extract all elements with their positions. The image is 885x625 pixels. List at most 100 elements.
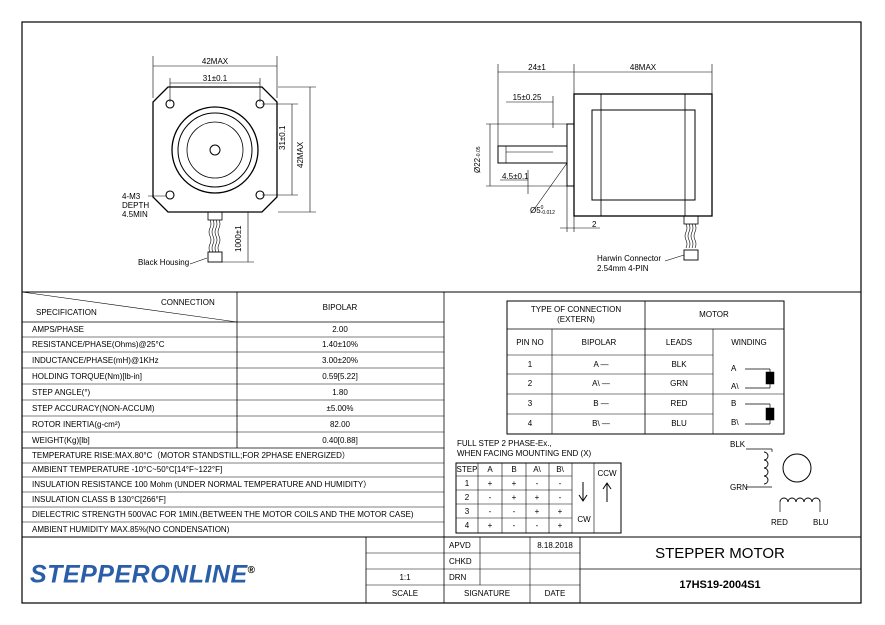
conn-wind: A\ [731, 382, 739, 391]
mount-note-1: 4-M3 [122, 192, 141, 201]
step-table-grid [455, 462, 622, 534]
housing-label: Black Housing [138, 258, 190, 267]
conn-lead: BLU [671, 419, 687, 428]
step-cell: + [487, 479, 493, 488]
spec-row-value: 0.40[0.88] [322, 436, 358, 445]
connector-label-2: 2.54mm 4-PIN [597, 264, 649, 273]
mount-note-3: 4.5MIN [122, 210, 148, 219]
step-cell: - [512, 521, 516, 530]
apvd-label: APVD [449, 541, 471, 550]
step-header: B [511, 465, 517, 474]
shaft-dia-value: Ø5 [530, 206, 541, 216]
dim-shaft-length: 24±1 [528, 63, 546, 72]
company-logo: STEPPERONLINE® [30, 560, 256, 589]
spec-row-value: ±5.00% [326, 404, 354, 413]
step-cell: 1 [464, 479, 470, 488]
conn-bipolar: A — [593, 360, 609, 369]
step-header: STEP [456, 465, 478, 474]
spec-header-spec: SPECIFICATION [36, 308, 97, 317]
part-number: 17HS19-2004S1 [679, 579, 761, 591]
step-title-2: WHEN FACING MOUNTING END (X) [457, 449, 592, 458]
wire-blu: BLU [813, 518, 829, 527]
conn-col-pin: PIN NO [516, 338, 544, 347]
step-cell: + [511, 479, 517, 488]
step-cw-label: CW [577, 515, 591, 524]
conn-lead: GRN [670, 379, 688, 388]
spec-header-connection: CONNECTION [161, 298, 215, 307]
spec-row-value: 1.80 [332, 388, 348, 397]
dim-width: 42MAX [201, 57, 229, 66]
dim-boss-dia: Ø22-0.05 [473, 146, 482, 173]
shaft-tol-top: 0 [540, 205, 544, 211]
spec-row-label: INDUCTANCE/PHASE(mH)@1KHz [32, 356, 159, 365]
drn-label: DRN [449, 573, 467, 582]
spec-row-label: RESISTANCE/PHASE(Ohms)@25°C [32, 340, 165, 349]
dim-hole-spacing: 31±0.1 [202, 74, 228, 83]
conn-pin: 1 [527, 360, 533, 369]
spec-row-label: ROTOR INERTIA(g-cm²) [32, 420, 121, 429]
step-cell: + [557, 521, 563, 530]
conn-col-bipolar: BIPOLAR [581, 338, 617, 347]
spec-row-label: HOLDING TORQUE(Nm)[lb-in] [32, 372, 142, 381]
spec-header-bipolar: BIPOLAR [322, 303, 358, 312]
conn-bipolar: A\ — [592, 379, 610, 388]
conn-wind: A [731, 364, 737, 373]
logo-text: STEPPERONLINE [30, 560, 248, 589]
step-cell: - [558, 493, 562, 502]
step-cell: - [535, 521, 539, 530]
step-cell: + [557, 507, 563, 516]
step-cell: + [487, 521, 493, 530]
conn-lead: BLK [671, 360, 687, 369]
wire-blk: BLK [730, 440, 746, 449]
dim-lead-length: 1000±1 [234, 225, 243, 252]
spec-row-value: 0.59[5.22] [322, 372, 358, 381]
wire-red: RED [771, 518, 788, 527]
spec-note: AMBIENT TEMPERATURE -10°C~50°C[14°F~122°… [32, 465, 223, 474]
spec-row-label: STEP ANGLE(°) [32, 388, 91, 397]
step-header: B\ [556, 465, 564, 474]
step-cell: + [534, 493, 540, 502]
wiring-diagram [746, 448, 821, 512]
dim-flat-depth: 4.5±0.1 [502, 172, 529, 181]
spec-note: AMBIENT HUMIDITY MAX.85%(NO CONDENSATION… [32, 525, 230, 534]
scale-value: 1:1 [399, 573, 411, 582]
boss-dia-tol: -0.05 [476, 146, 482, 158]
spec-note: INSULATION CLASS B 130°C[266°F] [32, 495, 166, 504]
conn-wind: B\ [731, 418, 739, 427]
spec-row-label: AMPS/PHASE [32, 325, 85, 334]
dim-hole-spacing-v: 31±0.1 [278, 125, 287, 150]
signature-label: SIGNATURE [463, 589, 511, 598]
date-label: DATE [544, 589, 566, 598]
step-header: A\ [533, 465, 541, 474]
conn-bipolar: B\ — [592, 419, 610, 428]
shaft-tol-bottom: -0.012 [540, 210, 555, 216]
step-ccw-label: CCW [597, 469, 617, 478]
step-cell: 4 [464, 521, 470, 530]
step-cell: 3 [464, 507, 470, 516]
wire-grn: GRN [730, 483, 748, 492]
spec-note: TEMPERATURE RISE:MAX.80°C（MOTOR STANDSTI… [32, 451, 350, 460]
dim-height: 42MAX [296, 141, 305, 168]
scale-label: SCALE [391, 589, 419, 598]
spec-row-value: 2.00 [332, 325, 348, 334]
conn-pin: 3 [527, 399, 533, 408]
conn-col-winding: WINDING [731, 338, 767, 347]
step-title-1: FULL STEP 2 PHASE-Ex., [457, 439, 552, 448]
drawing-title: STEPPER MOTOR [655, 545, 785, 562]
conn-pin: 4 [527, 419, 533, 428]
spec-note: INSULATION RESISTANCE 100 Mohm (UNDER NO… [32, 480, 372, 489]
chkd-label: CHKD [449, 557, 472, 566]
conn-lead: RED [670, 399, 688, 408]
title-block-grid [365, 537, 861, 603]
conn-pin: 2 [527, 379, 533, 388]
conn-motor-header: MOTOR [699, 310, 729, 319]
spec-table-grid [21, 291, 861, 538]
spec-row-value: 82.00 [329, 420, 351, 429]
spec-row-value: 3.00±20% [322, 356, 358, 365]
apvd-date: 8.18.2018 [537, 541, 573, 550]
side-view [486, 64, 713, 262]
step-cell: + [511, 493, 517, 502]
boss-dia-value: Ø22 [473, 157, 482, 173]
